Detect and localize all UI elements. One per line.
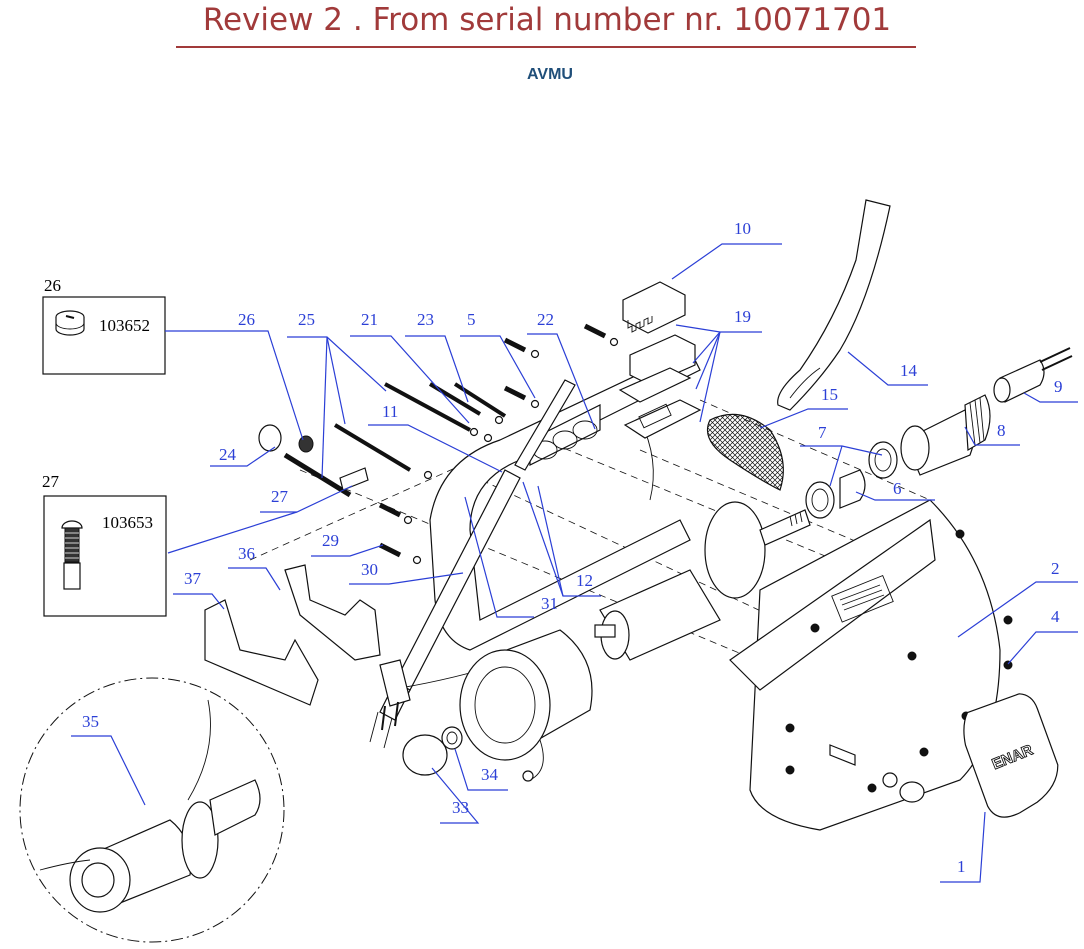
callout-22[interactable]: 22 <box>537 310 554 329</box>
filter-mesh <box>706 413 784 491</box>
motor-housing <box>459 629 593 782</box>
page-title: Review 2 . From serial number nr. 100717… <box>202 2 892 38</box>
callout-2[interactable]: 2 <box>1051 559 1060 578</box>
callout-15[interactable]: 15 <box>821 385 838 404</box>
callout-21[interactable]: 21 <box>361 310 378 329</box>
callout-8[interactable]: 8 <box>997 421 1006 440</box>
detail-box-frame <box>43 495 167 617</box>
bearings <box>805 441 898 519</box>
callout-10[interactable]: 10 <box>734 219 751 238</box>
switch-assembly <box>618 281 702 439</box>
callout-6[interactable]: 6 <box>893 479 902 498</box>
callout-30[interactable]: 30 <box>361 560 378 579</box>
part-code: 103653 <box>102 513 153 532</box>
carbon-brush-icon <box>61 520 83 590</box>
callout-33[interactable]: 33 <box>452 798 469 817</box>
callout-25[interactable]: 25 <box>298 310 315 329</box>
callout-29[interactable]: 29 <box>322 531 339 550</box>
callout-11[interactable]: 11 <box>382 402 398 421</box>
callout-34[interactable]: 34 <box>481 765 499 784</box>
housing-plate <box>729 499 1013 831</box>
detail-box-26[interactable]: 26 103652 <box>42 276 166 375</box>
callout-14[interactable]: 14 <box>900 361 918 380</box>
callout-leaders <box>71 243 1078 883</box>
callout-27[interactable]: 27 <box>271 487 289 506</box>
detail-box-item-number: 26 <box>44 276 61 295</box>
callout-5[interactable]: 5 <box>467 310 476 329</box>
callout-35[interactable]: 35 <box>82 712 99 731</box>
callout-9[interactable]: 9 <box>1054 377 1063 396</box>
callout-37[interactable]: 37 <box>184 569 202 588</box>
detail-box-item-number: 27 <box>42 472 60 491</box>
belt <box>777 199 891 411</box>
callout-36[interactable]: 36 <box>238 544 255 563</box>
callout-31[interactable]: 31 <box>541 594 558 613</box>
model-name: AVMU <box>527 66 573 83</box>
brush-cap-icon <box>55 310 85 336</box>
handle-cradles <box>204 564 381 706</box>
power-plug <box>379 659 411 731</box>
enar-logo-plate: ENAR <box>963 693 1059 818</box>
nozzle-parts <box>900 347 1073 476</box>
callout-19[interactable]: 19 <box>734 307 751 326</box>
callout-labels: 1 2 4 5 6 7 8 9 10 11 12 14 15 19 21 22 … <box>82 219 1063 876</box>
detail-box-frame <box>42 296 166 375</box>
callout-26[interactable]: 26 <box>238 310 255 329</box>
armature <box>594 501 811 661</box>
callout-1[interactable]: 1 <box>957 857 966 876</box>
callout-12[interactable]: 12 <box>576 571 593 590</box>
callout-4[interactable]: 4 <box>1051 607 1060 626</box>
callout-7[interactable]: 7 <box>818 423 827 442</box>
callout-24[interactable]: 24 <box>219 445 237 464</box>
title-divider <box>176 46 916 48</box>
brush-cap-parts <box>402 726 463 776</box>
callout-23[interactable]: 23 <box>417 310 434 329</box>
detail-box-27[interactable]: 27 103653 <box>42 472 167 617</box>
detail-circle-motor <box>19 677 285 943</box>
part-code: 103652 <box>99 316 150 335</box>
